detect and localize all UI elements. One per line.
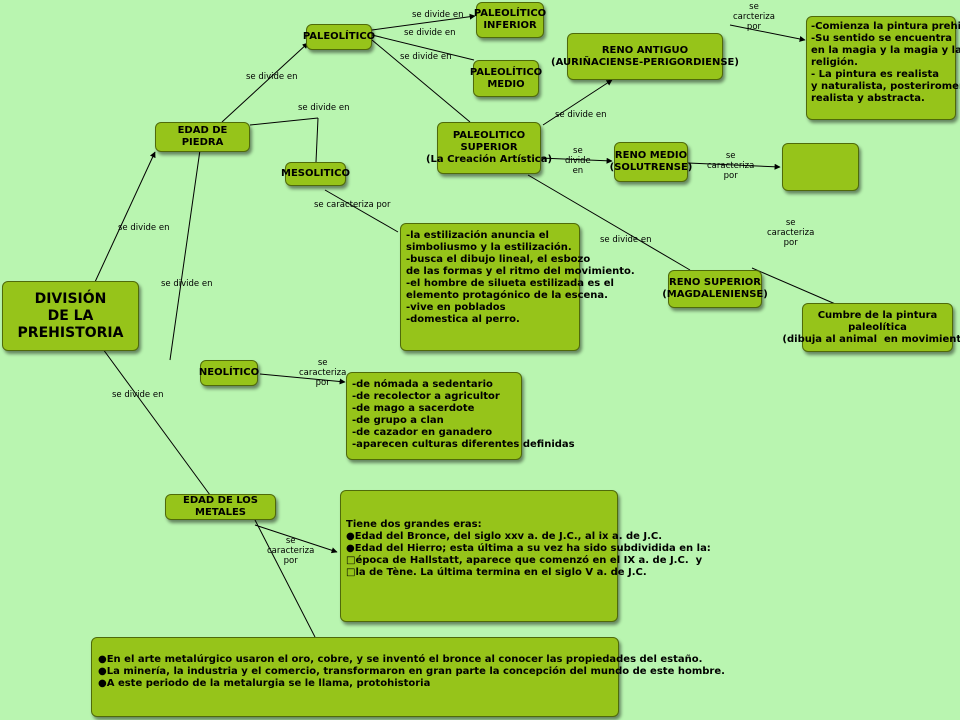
edge-label: se caracteriza por: [314, 200, 391, 210]
edge-paleo-medio: [371, 34, 475, 61]
description-line: -el hombre de silueta estilizada es el: [406, 278, 614, 289]
edge-superior-medio: [539, 157, 613, 164]
node-paleolitico-inferior: PALEOLÍTICO INFERIOR: [474, 2, 546, 38]
description-line: -busca el dibujo lineal, el esbozo: [406, 254, 591, 265]
node-edad-piedra: EDAD DE PIEDRA: [155, 122, 250, 152]
neolitico-description: -de nómada a sedentario-de recolector a …: [346, 372, 575, 460]
description-line: ●La minería, la industria y el comercio,…: [98, 666, 725, 677]
metales-description: Tiene dos grandes eras:●Edad del Bronce,…: [340, 490, 711, 622]
description-line: simboliusmo y la estilización.: [406, 242, 572, 253]
edge-label: se divide en: [400, 52, 452, 62]
edge-label: se divide en: [565, 146, 591, 176]
description-line: -de cazador en ganadero: [352, 427, 493, 438]
description-line: elemento protagónico de la escena.: [406, 290, 608, 301]
description-line: Tiene dos grandes eras:: [346, 519, 482, 530]
description-line: realista y abstracta.: [811, 93, 925, 104]
description-line: ●Edad del Bronce, del siglo xxv a. de J.…: [346, 531, 663, 542]
edge-label: se divide en: [298, 103, 350, 113]
edge-label: se divide en: [412, 10, 464, 20]
edge-metales-desc: [254, 524, 338, 554]
reno-antiguo-description: -Comienza la pintura prehistórica.-Su se…: [806, 16, 960, 120]
node-paleolitico-medio: PALEOLÍTICO MEDIO: [470, 60, 542, 97]
edge-label: se caracteriza por: [299, 358, 347, 388]
description-line: -de grupo a clan: [352, 415, 444, 426]
edge-label: se divide en: [600, 235, 652, 245]
description-line: -de recolector a agricultor: [352, 391, 500, 402]
edge-label: se caracteriza por: [707, 151, 755, 181]
edge-medio-box: [687, 162, 781, 170]
edge-label: se caracteriza por: [267, 536, 315, 566]
description-line: □la de Tène. La última termina en el sig…: [346, 567, 647, 578]
node-neolitico: NEOLÍTICO: [199, 360, 259, 386]
description-line: ●En el arte metalúrgico usaron el oro, c…: [98, 654, 703, 665]
edge-metales-arte: [254, 519, 316, 638]
edge-division-metales: [99, 344, 211, 496]
edge-label: se caracteriza por: [767, 218, 815, 248]
node-empty-box: [782, 143, 859, 191]
description-line: -vive en poblados: [406, 302, 506, 313]
edge-superior-renosup: [527, 174, 691, 271]
description-line: ●A este periodo de la metalurgia se le l…: [98, 678, 431, 689]
description-line: religión.: [811, 57, 858, 68]
description-line: □época de Hallstatt, aparece que comenzó…: [346, 555, 703, 566]
edge-label: se divide en: [118, 223, 170, 233]
description-line: -Su sentido se encuentra: [811, 33, 953, 44]
description-line: -de nómada a sedentario: [352, 379, 493, 390]
node-mesolitico: MESOLITICO: [281, 162, 350, 186]
edge-division-piedra: [94, 151, 156, 283]
edge-label: se carcteriza por: [733, 2, 775, 32]
edge-label: se divide en: [112, 390, 164, 400]
edge-paleo-inferior: [371, 13, 476, 31]
description-line: -de mago a sacerdote: [352, 403, 475, 414]
description-line: ●Edad del Hierro; esta última a su vez h…: [346, 543, 711, 554]
edge-label: se divide en: [404, 28, 456, 38]
edge-paleo-superior: [371, 39, 471, 123]
edge-label: se divide en: [555, 110, 607, 120]
node-edad-metales: EDAD DE LOS METALES: [165, 494, 276, 520]
arte-metalurgico-description: ●En el arte metalúrgico usaron el oro, c…: [91, 637, 725, 717]
edge-neo-desc: [259, 373, 346, 385]
edge-antiguo-desc: [729, 24, 806, 42]
node-paleolitico: PALEOLÍTICO: [303, 24, 375, 50]
node-cumbre-pintura: Cumbre de la pintura paleolítica (dibuja…: [782, 303, 960, 352]
edge-piedra-mesolitico-b: [315, 117, 319, 163]
description-line: - La pintura es realista: [811, 69, 940, 80]
node-reno-superior: RENO SUPERIOR (MAGDALENIENSE): [662, 270, 768, 308]
node-reno-antiguo: RENO ANTIGUO (AURIÑACIENSE-PERIGORDIENSE…: [551, 33, 739, 80]
description-line: -la estilización anuncia el: [406, 230, 549, 241]
description-line: en la magia y la magia y la: [811, 45, 960, 56]
edge-renosup-cumbre: [751, 267, 841, 307]
description-line: -aparecen culturas diferentes definidas: [352, 439, 575, 450]
edge-label: se divide en: [246, 72, 298, 82]
description-line: -domestica al perro.: [406, 314, 520, 325]
edge-piedra-paleolitico: [221, 42, 309, 123]
description-line: y naturalista, posteriromente: [811, 81, 960, 92]
description-line: -Comienza la pintura prehistórica.: [811, 21, 960, 32]
edge-superior-antiguo: [542, 79, 613, 126]
edge-label: se divide en: [161, 279, 213, 289]
node-division-prehistoria: DIVISIÓN DE LA PREHISTORIA: [2, 281, 139, 351]
edge-piedra-mesolitico-a: [249, 117, 319, 126]
node-paleolitico-superior: PALEOLITICO SUPERIOR (La Creación Artíst…: [426, 122, 552, 174]
description-line: de las formas y el ritmo del movimiento.: [406, 266, 635, 277]
node-reno-medio: RENO MEDIO (SOLUTRENSE): [610, 142, 692, 182]
edge-meso-desc: [324, 189, 399, 233]
edge-piedra-neolitico: [169, 149, 201, 361]
